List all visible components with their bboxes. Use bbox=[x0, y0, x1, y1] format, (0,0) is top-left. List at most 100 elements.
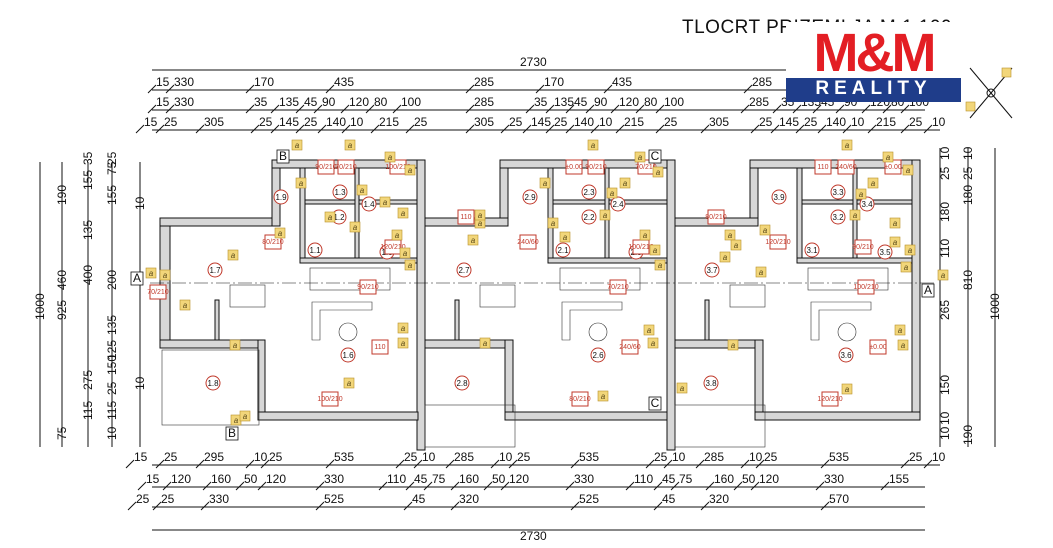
dimension-label: 45 bbox=[662, 472, 676, 486]
annotation-note-icon[interactable] bbox=[719, 251, 731, 263]
annotation-note-icon[interactable] bbox=[654, 259, 666, 271]
annotation-note-icon[interactable] bbox=[479, 337, 491, 349]
annotation-note-icon[interactable] bbox=[145, 267, 157, 279]
annotation-note-icon[interactable] bbox=[894, 324, 906, 336]
annotation-note-icon[interactable] bbox=[937, 269, 949, 281]
annotation-note-icon[interactable] bbox=[229, 339, 241, 351]
annotation-note-icon[interactable] bbox=[159, 269, 171, 281]
dimension-label: 50 bbox=[742, 472, 756, 486]
section-mark bbox=[276, 149, 290, 164]
annotation-note-icon[interactable] bbox=[344, 139, 356, 151]
annotation-note-glyph: a bbox=[893, 238, 898, 247]
annotation-note-icon[interactable] bbox=[399, 247, 411, 259]
annotation-note-icon[interactable] bbox=[730, 239, 742, 251]
annotation-note-icon[interactable] bbox=[841, 139, 853, 151]
annotation-note-glyph: a bbox=[483, 339, 488, 348]
annotation-note-icon[interactable] bbox=[539, 177, 551, 189]
dimension-label: 120 bbox=[349, 95, 369, 109]
dimension-label: 285 bbox=[704, 450, 724, 464]
annotation-note-icon[interactable] bbox=[900, 261, 912, 273]
annotation-note-icon[interactable] bbox=[559, 231, 571, 243]
annotation-note-glyph: a bbox=[853, 211, 858, 220]
annotation-note-icon[interactable] bbox=[397, 337, 409, 349]
annotation-note-icon[interactable] bbox=[889, 217, 901, 229]
annotation-note-icon[interactable] bbox=[724, 229, 736, 241]
opening-tag bbox=[609, 279, 627, 295]
annotation-note-icon[interactable] bbox=[841, 383, 853, 395]
annotation-note-icon[interactable] bbox=[647, 337, 659, 349]
opening-tag bbox=[371, 339, 389, 355]
annotation-note-icon[interactable] bbox=[755, 266, 767, 278]
annotation-note-icon[interactable] bbox=[474, 209, 486, 221]
annotation-note-glyph: a bbox=[149, 269, 154, 278]
annotation-note-icon[interactable] bbox=[897, 339, 909, 351]
dimension-label: 45 bbox=[414, 472, 428, 486]
annotation-note-icon[interactable] bbox=[606, 187, 618, 199]
room-marker bbox=[590, 347, 606, 363]
opening-tag-label: 90/210 bbox=[585, 164, 607, 171]
annotation-note-glyph: a bbox=[591, 141, 596, 150]
annotation-note-icon[interactable] bbox=[467, 234, 479, 246]
annotation-note-icon[interactable] bbox=[639, 229, 651, 241]
annotation-note-icon[interactable] bbox=[587, 139, 599, 151]
annotation-note-icon[interactable] bbox=[547, 217, 559, 229]
annotation-note-icon[interactable] bbox=[349, 221, 361, 233]
annotation-note-glyph: a bbox=[408, 166, 413, 175]
annotation-note-icon[interactable] bbox=[291, 139, 303, 151]
dimension-label: 25 bbox=[161, 492, 175, 506]
annotation-note-icon[interactable] bbox=[404, 164, 416, 176]
annotation-note-icon[interactable] bbox=[397, 207, 409, 219]
annotation-note-icon[interactable] bbox=[295, 177, 307, 189]
annotation-note-icon[interactable] bbox=[902, 164, 914, 176]
annotation-note-icon[interactable] bbox=[391, 229, 403, 241]
opening-tag-label: 100/210 bbox=[385, 164, 410, 171]
dimension-label: 330 bbox=[209, 492, 229, 506]
annotation-note-icon[interactable] bbox=[904, 244, 916, 256]
annotation-note-icon[interactable] bbox=[397, 322, 409, 334]
annotation-note-icon[interactable] bbox=[239, 410, 251, 422]
dimension-label: 15 bbox=[146, 472, 160, 486]
annotation-note-icon[interactable] bbox=[619, 177, 631, 189]
dimension-label: 35 bbox=[254, 95, 268, 109]
annotation-note-icon[interactable] bbox=[643, 324, 655, 336]
annotation-note-icon[interactable] bbox=[227, 249, 239, 261]
opening-tag-label: 80/210 bbox=[569, 396, 591, 403]
annotation-note-icon[interactable] bbox=[849, 209, 861, 221]
opening-tag bbox=[317, 159, 335, 175]
annotation-note-icon[interactable] bbox=[727, 339, 739, 351]
annotation-note-icon[interactable] bbox=[274, 227, 286, 239]
opening-tag bbox=[359, 279, 377, 295]
opening-tag-label: 70/210 bbox=[635, 164, 657, 171]
dimension-label: 125 bbox=[105, 340, 119, 360]
annotation-note-icon[interactable] bbox=[855, 188, 867, 200]
room-marker bbox=[454, 375, 470, 391]
dimension-label: 160 bbox=[459, 472, 479, 486]
annotation-note-glyph: a bbox=[295, 141, 300, 150]
annotation-note-icon[interactable] bbox=[599, 209, 611, 221]
annotation-note-icon[interactable] bbox=[867, 177, 879, 189]
annotation-note-icon[interactable] bbox=[652, 166, 664, 178]
room-marker bbox=[877, 244, 893, 260]
annotation-note-icon[interactable] bbox=[634, 151, 646, 163]
annotation-note-icon[interactable] bbox=[379, 196, 391, 208]
annotation-note-icon[interactable] bbox=[889, 236, 901, 248]
annotation-note-icon[interactable] bbox=[597, 390, 609, 402]
annotation-note-icon[interactable] bbox=[324, 211, 336, 223]
annotation-note-icon[interactable] bbox=[384, 151, 396, 163]
annotation-note-glyph: a bbox=[243, 412, 248, 421]
annotation-note-icon[interactable] bbox=[343, 377, 355, 389]
annotation-note-glyph: a bbox=[901, 341, 906, 350]
annotation-note-icon[interactable] bbox=[882, 151, 894, 163]
annotation-note-icon[interactable] bbox=[179, 299, 191, 311]
dimension-label: 25 bbox=[136, 492, 150, 506]
opening-tag-label: 80/210 bbox=[262, 239, 284, 246]
annotation-note-glyph: a bbox=[610, 189, 615, 198]
room-marker bbox=[830, 184, 846, 200]
annotation-note-icon[interactable] bbox=[759, 224, 771, 236]
annotation-note-icon[interactable] bbox=[676, 382, 688, 394]
annotation-note-icon[interactable] bbox=[356, 184, 368, 196]
annotation-note-icon[interactable] bbox=[404, 259, 416, 271]
opening-tag bbox=[869, 339, 887, 355]
annotation-note-icon[interactable] bbox=[649, 244, 661, 256]
dimension-label: 155 bbox=[105, 185, 119, 205]
